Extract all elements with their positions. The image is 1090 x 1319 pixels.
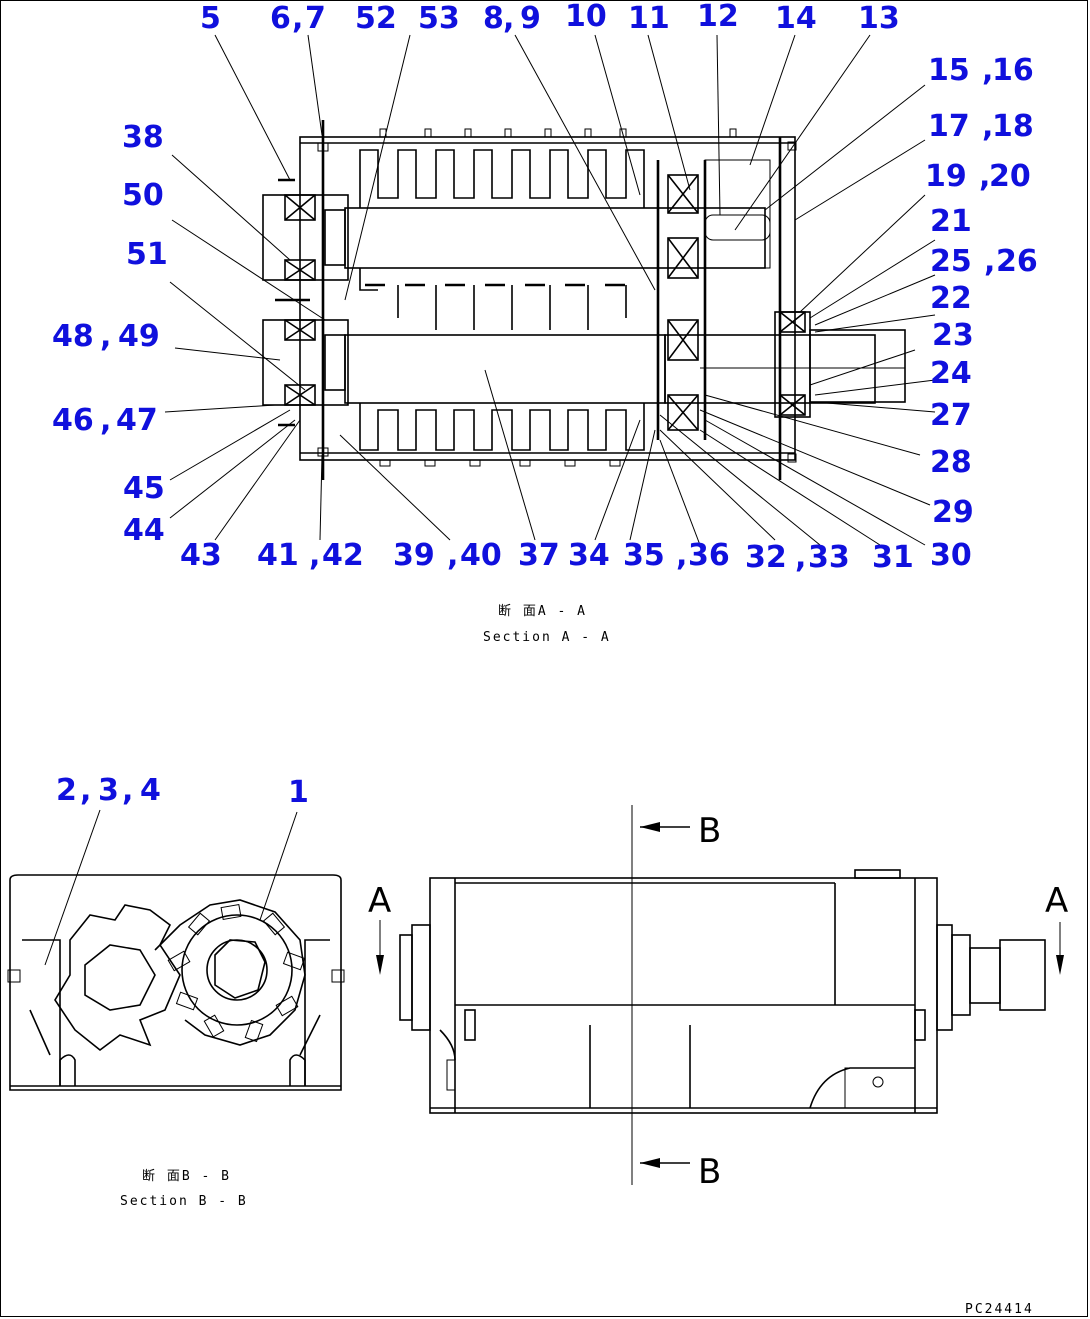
part-label-5: 5	[200, 1, 221, 36]
part-label-53: 53	[418, 1, 460, 36]
svg-text:,: ,	[979, 159, 990, 194]
svg-text:,: ,	[122, 773, 133, 808]
part-label-39: 39	[393, 538, 435, 573]
marker-a-right: A	[1045, 881, 1068, 921]
part-label-34: 34	[568, 538, 610, 573]
part-label-1: 1	[288, 775, 309, 810]
svg-text:,: ,	[982, 109, 993, 144]
part-label-41: 41	[257, 538, 299, 573]
part-label-32: 32	[745, 540, 787, 575]
part-label-51: 51	[126, 237, 168, 272]
part-label-10: 10	[565, 0, 607, 34]
part-label-3: 3	[98, 773, 119, 808]
part-label-23: 23	[932, 318, 974, 353]
part-label-22: 22	[930, 281, 972, 316]
part-label-31: 31	[872, 540, 914, 575]
section-arrow-a-right	[1056, 922, 1064, 975]
part-label-26: 26	[996, 244, 1038, 279]
part-label-8: 8	[483, 1, 504, 36]
part-label-28: 28	[930, 445, 972, 480]
part-label-14: 14	[775, 1, 817, 36]
part-label-38: 38	[122, 120, 164, 155]
section-cut-line-b	[631, 805, 690, 1185]
part-label-45: 45	[123, 471, 165, 506]
svg-text:,: ,	[100, 319, 111, 354]
part-label-43: 43	[180, 538, 222, 573]
section-arrow-a-left	[376, 920, 384, 975]
part-label-37: 37	[518, 538, 560, 573]
part-label-49: 49	[118, 319, 160, 354]
svg-text:,: ,	[80, 773, 91, 808]
part-label-21: 21	[930, 204, 972, 239]
part-label-9: 9	[520, 1, 541, 36]
marker-b-top: B	[698, 811, 721, 851]
part-label-24: 24	[930, 356, 972, 391]
part-label-47: 47	[116, 403, 158, 438]
part-label-29: 29	[932, 495, 974, 530]
part-label-52: 52	[355, 1, 397, 36]
part-label-17: 17	[928, 109, 970, 144]
part-label-46: 46	[52, 403, 94, 438]
part-label-6: 6	[270, 1, 291, 36]
part-label-40: 40	[460, 538, 502, 573]
part-label-2: 2	[56, 773, 77, 808]
part-label-30: 30	[930, 538, 972, 573]
part-label-20: 20	[989, 159, 1031, 194]
part-label-36: 36	[688, 538, 730, 573]
section-b-labels: 2 , 3 , 4 1	[56, 773, 309, 810]
section-a-labels: 5 6 , 7 52 53 8 , 9 10 11 12 14 13 15 , …	[52, 0, 1038, 575]
svg-text:,: ,	[447, 538, 458, 573]
part-label-4: 4	[140, 773, 161, 808]
part-label-25: 25	[930, 244, 972, 279]
part-label-27: 27	[930, 398, 972, 433]
section-b-drawing	[7, 874, 345, 1091]
section-a-leaders	[164, 34, 936, 546]
part-label-15: 15	[928, 53, 970, 88]
part-label-11: 11	[628, 1, 670, 36]
part-label-33: 33	[808, 540, 850, 575]
part-label-48: 48	[52, 319, 94, 354]
marker-b-bottom: B	[698, 1152, 721, 1192]
section-a-caption-en: Section A - A	[483, 630, 611, 645]
section-a-drawing	[262, 120, 906, 480]
part-label-50: 50	[122, 178, 164, 213]
part-label-44: 44	[123, 513, 165, 548]
svg-text:,: ,	[795, 540, 806, 575]
svg-text:,: ,	[292, 1, 303, 36]
side-view-drawing	[399, 869, 1046, 1114]
svg-text:,: ,	[309, 538, 320, 573]
part-label-16: 16	[992, 53, 1034, 88]
part-label-12: 12	[697, 0, 739, 34]
part-label-18: 18	[992, 109, 1034, 144]
part-label-42: 42	[322, 538, 364, 573]
part-label-19: 19	[925, 159, 967, 194]
svg-text:,: ,	[984, 244, 995, 279]
part-label-35: 35	[623, 538, 665, 573]
marker-a-left: A	[368, 881, 391, 921]
section-b-leaders	[44, 809, 298, 966]
svg-text:,: ,	[676, 538, 687, 573]
drawing-code: PC24414	[965, 1302, 1034, 1317]
svg-text:,: ,	[100, 403, 111, 438]
svg-text:,: ,	[503, 1, 514, 36]
section-b-caption-en: Section B - B	[120, 1194, 248, 1209]
svg-text:,: ,	[982, 53, 993, 88]
part-label-13: 13	[858, 1, 900, 36]
section-b-caption-jp: 断 面B - B	[142, 1169, 231, 1184]
part-label-7: 7	[305, 1, 326, 36]
section-a-caption-jp: 断 面A - A	[498, 604, 587, 619]
